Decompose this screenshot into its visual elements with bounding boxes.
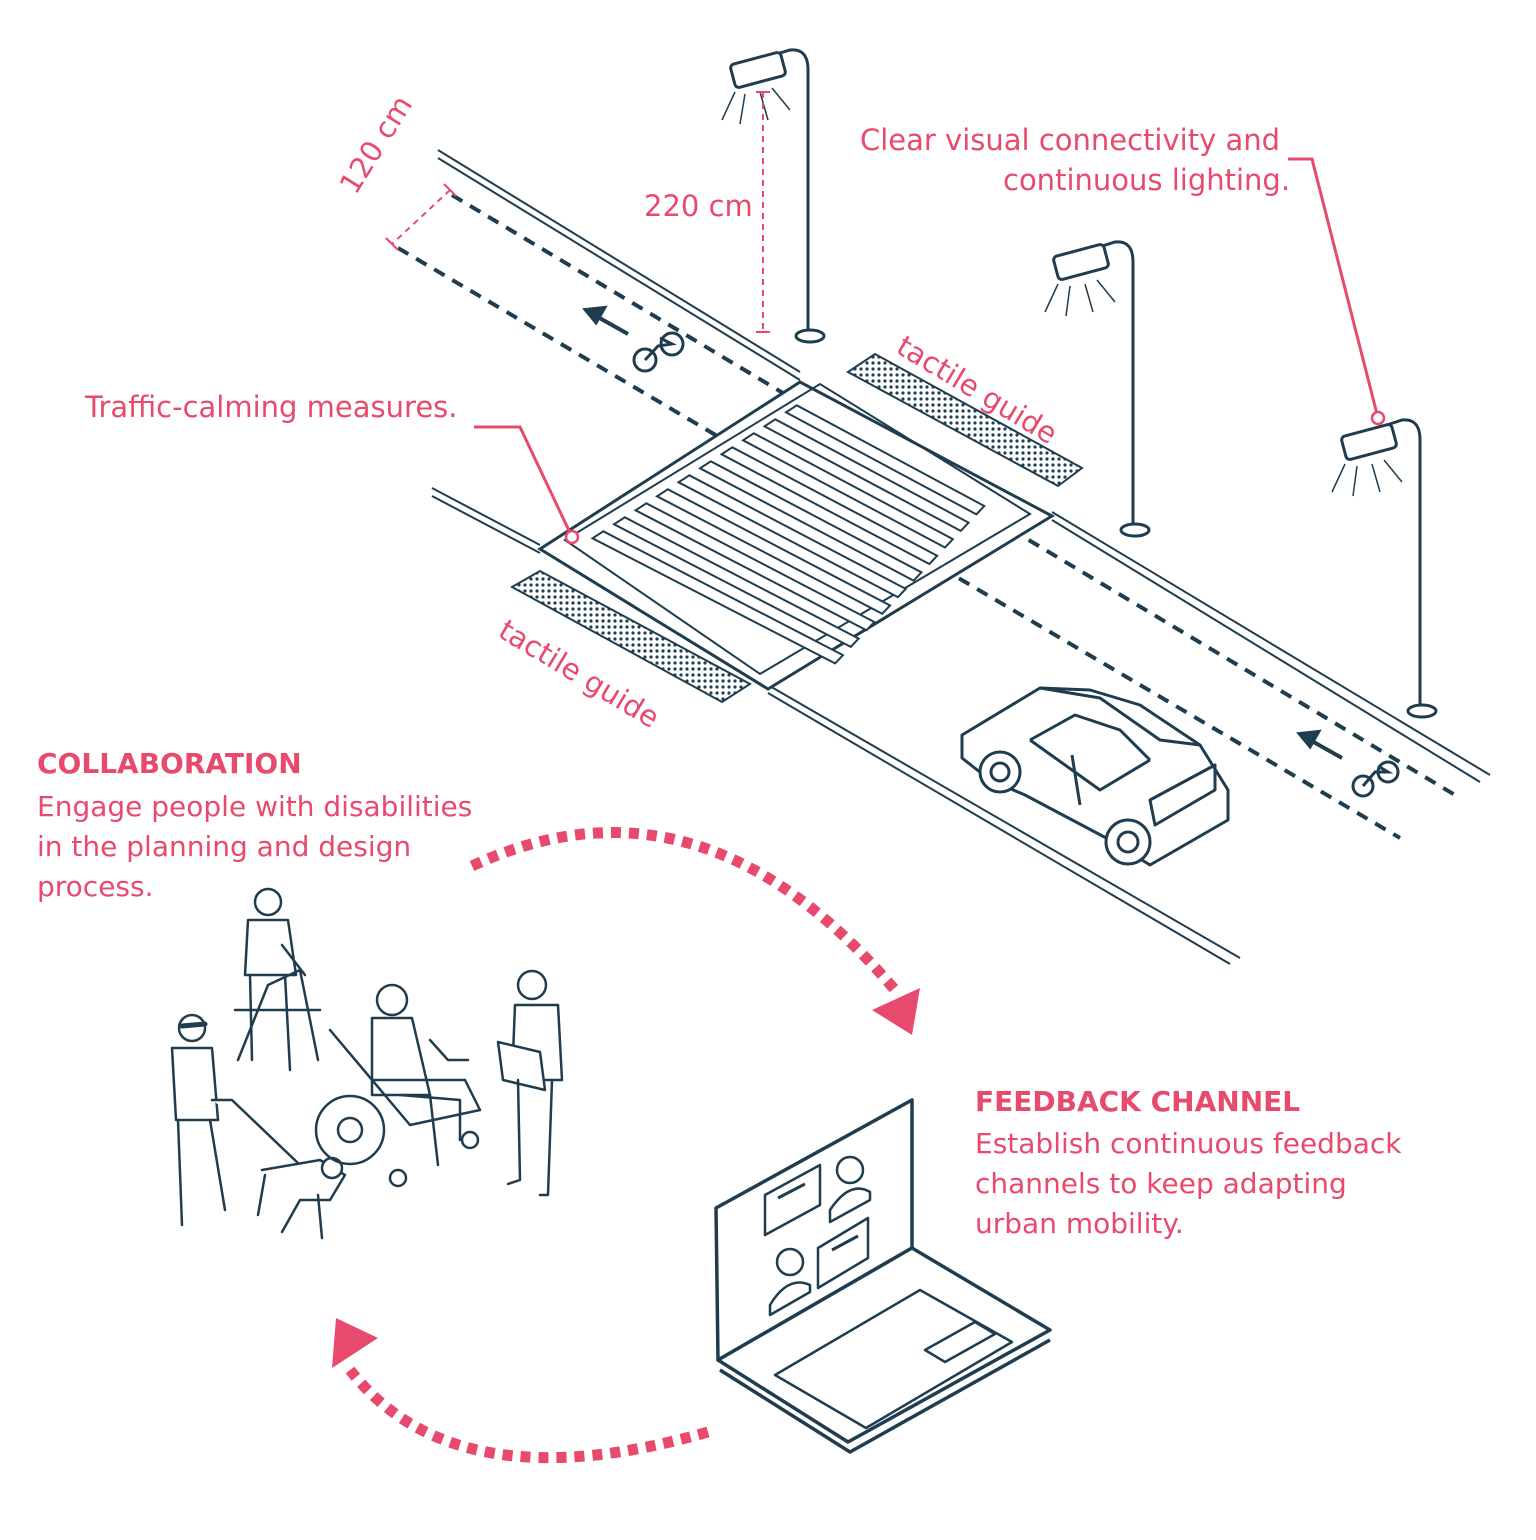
tactile-guide-bottom [509,569,752,704]
laptop-icon [714,1098,1052,1454]
zebra-stripe [633,502,876,632]
lighting-label-line1: Clear visual connectivity and [860,123,1281,157]
road-edges [431,149,1491,965]
cycle-arrow-icon [345,827,900,1464]
car-icon [960,686,1230,867]
collaboration-line-1: Engage people with disabilities [37,790,473,823]
callout-dots [564,410,1386,545]
street-lamp-icon [729,48,1438,719]
collaboration-line-2: in the planning and design [37,830,412,863]
feedback-line-2: channels to keep adapting [975,1167,1347,1200]
callout-lines [474,157,1380,538]
feedback-title: FEEDBACK CHANNEL [975,1085,1301,1118]
tactile-guide-top [846,352,1084,488]
cycle-arrow-heads [332,988,920,1368]
zebra-stripe [762,418,971,533]
feedback-line-1: Establish continuous feedback [975,1127,1402,1160]
zebra-stripe [719,446,939,566]
lamp-height-label: 220 cm [640,186,757,226]
zebra-stripe [676,474,908,599]
lamp-height-dimension [756,91,770,333]
zebra-stripe [784,404,986,516]
zebra-stripe [590,530,845,665]
collaboration-line-3: process. [37,870,154,903]
zebra-stripe [612,516,861,649]
arrow-left-icon [582,305,1343,760]
lamp-light-rays [721,87,1403,497]
lane-width-dimension [385,183,457,251]
zebra-stripe [741,432,955,549]
collaboration-title: COLLABORATION [37,747,302,780]
feedback-line-3: urban mobility. [975,1207,1184,1240]
people-group-icon [170,887,564,1240]
zebra-stripe [698,460,924,582]
traffic-calming-label: Traffic-calming measures. [85,390,458,424]
bike-lane-lines [396,193,1457,840]
zebra-stripe [655,488,892,615]
raised-crossing [537,380,1056,691]
lighting-label-line2: continuous lighting. [1003,163,1291,197]
bicycle-icon [632,331,1400,798]
